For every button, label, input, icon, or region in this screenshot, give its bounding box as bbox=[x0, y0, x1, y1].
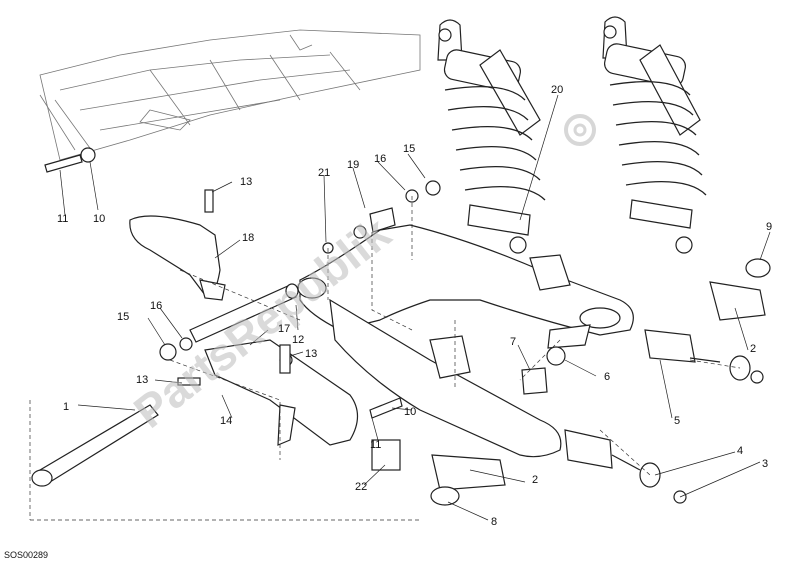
callout-22: 22 bbox=[355, 481, 367, 493]
callout-21: 21 bbox=[318, 167, 330, 179]
callout-3: 3 bbox=[762, 458, 768, 470]
hardware-bolts-washers bbox=[44, 147, 441, 419]
rear-shock-absorber-right bbox=[602, 16, 707, 254]
callout-leaders bbox=[59, 94, 771, 521]
callout-9: 9 bbox=[766, 221, 772, 233]
callout-8: 8 bbox=[491, 516, 497, 528]
callout-1: 1 bbox=[63, 401, 69, 413]
callout-13: 13 bbox=[305, 348, 317, 360]
swingarm-pivot-shaft bbox=[31, 404, 159, 487]
callout-2: 2 bbox=[532, 474, 538, 486]
callout-20: 20 bbox=[551, 84, 563, 96]
drawing-code: SOS00289 bbox=[4, 550, 48, 560]
callout-10: 10 bbox=[93, 213, 105, 225]
callout-4: 4 bbox=[737, 445, 743, 457]
callout-6: 6 bbox=[604, 371, 610, 383]
chain-adjuster-parts bbox=[371, 258, 771, 506]
callout-15: 15 bbox=[117, 311, 129, 323]
callout-10: 10 bbox=[404, 406, 416, 418]
chain-guard-lower bbox=[204, 339, 359, 446]
callout-17: 17 bbox=[278, 323, 290, 335]
callout-14: 14 bbox=[220, 415, 232, 427]
swingarm bbox=[297, 224, 634, 458]
callout-12: 12 bbox=[292, 334, 304, 346]
callout-13: 13 bbox=[136, 374, 148, 386]
assembly-guide-lines bbox=[29, 196, 741, 521]
pivot-bush bbox=[189, 283, 299, 343]
gear-icon bbox=[564, 114, 596, 146]
callout-2: 2 bbox=[750, 343, 756, 355]
callout-15: 15 bbox=[403, 143, 415, 155]
rear-shock-absorber-left bbox=[437, 19, 546, 254]
callout-16: 16 bbox=[374, 153, 386, 165]
callout-16: 16 bbox=[150, 300, 162, 312]
callout-5: 5 bbox=[674, 415, 680, 427]
callout-19: 19 bbox=[347, 159, 359, 171]
callout-11: 11 bbox=[57, 213, 68, 225]
callout-13: 13 bbox=[240, 176, 252, 188]
callout-18: 18 bbox=[242, 232, 254, 244]
callout-7: 7 bbox=[510, 336, 516, 348]
frame-outline bbox=[39, 29, 421, 161]
chain-guide-upper bbox=[129, 215, 226, 301]
callout-11: 11 bbox=[370, 439, 381, 451]
